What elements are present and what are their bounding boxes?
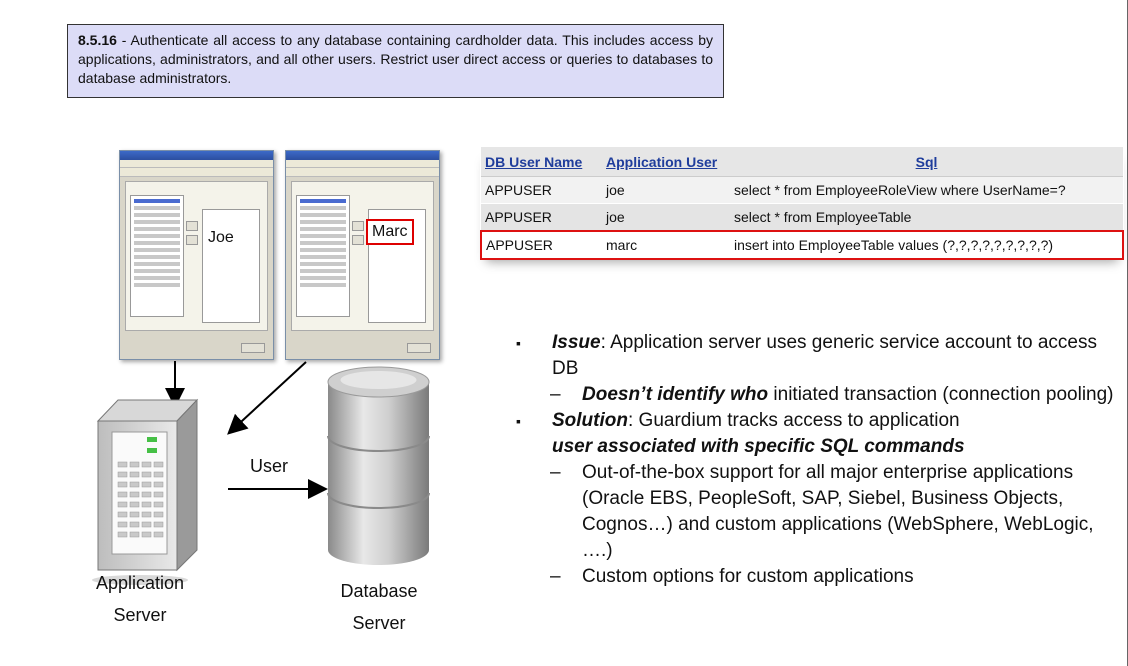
table-row: APPUSER joe select * from EmployeeTable	[481, 203, 1123, 232]
cell-app-user: joe	[602, 176, 730, 204]
issue-sub-text: initiated transaction (connection poolin…	[768, 384, 1114, 405]
cell-db-user: APPUSER	[480, 230, 602, 260]
window-toolbar	[286, 168, 439, 177]
arrow-marc-to-server	[227, 361, 307, 435]
cell-sql: select * from EmployeeTable	[730, 203, 1123, 232]
database-cylinder-icon	[327, 366, 430, 565]
caption-line: Application	[95, 573, 185, 593]
issue-text: : Application server uses generic servic…	[552, 332, 1097, 379]
dash-mark: –	[550, 384, 561, 405]
ok-button	[241, 343, 265, 353]
bullet-list: ▪ Issue: Application server uses generic…	[516, 330, 1123, 590]
window-menu-bar	[286, 160, 439, 168]
dash-mark: –	[550, 462, 561, 483]
app-window-marc: Marc	[285, 150, 440, 360]
cell-sql: insert into EmployeeTable values (?,?,?,…	[730, 230, 1124, 260]
user-flow-label: User	[250, 456, 289, 476]
joe-label: Joe	[208, 229, 234, 247]
solution-text: : Guardium tracks access to application	[627, 410, 960, 431]
solution-sub2-text: Custom options for custom applications	[582, 566, 914, 587]
caption-line: Server	[113, 605, 167, 625]
cell-db-user: APPUSER	[481, 176, 602, 204]
window-title-bar	[286, 151, 439, 160]
bullet-issue-sub: – Doesn’t identify who initiated transac…	[538, 382, 1123, 408]
sql-activity-table: DB User Name Application User Sql APPUSE…	[480, 147, 1124, 260]
move-button	[186, 221, 198, 231]
caption-line: Database	[340, 581, 418, 601]
window-list	[296, 195, 350, 317]
cell-db-user: APPUSER	[481, 203, 602, 232]
marc-label: Marc	[366, 219, 414, 245]
bullet-solution-sub: – Custom options for custom applications	[538, 564, 1123, 590]
window-menu-bar	[120, 160, 273, 168]
requirement-text: Authenticate all access to any database …	[78, 32, 714, 86]
window-list	[130, 195, 184, 317]
window-title-bar	[120, 151, 273, 160]
window-right-box	[202, 209, 260, 323]
caption-line: Server	[352, 613, 406, 633]
app-window-joe: Joe	[119, 150, 274, 360]
db-server-caption: Database Server	[320, 578, 438, 636]
column-header-sql: Sql	[730, 147, 1123, 177]
solution-bold-line: user associated with specific SQL comman…	[552, 436, 965, 457]
dash-mark: –	[550, 566, 561, 587]
bullet-mark: ▪	[516, 335, 521, 351]
bullet-mark: ▪	[516, 413, 521, 429]
bullet-issue: ▪ Issue: Application server uses generic…	[516, 330, 1123, 382]
move-button	[352, 221, 364, 231]
window-toolbar	[120, 168, 273, 177]
cell-app-user: marc	[602, 230, 730, 260]
server-tower-icon	[92, 398, 199, 585]
cell-sql: select * from EmployeeRoleView where Use…	[730, 176, 1123, 204]
bullet-solution: ▪ Solution: Guardium tracks access to ap…	[516, 408, 1123, 460]
ok-button	[407, 343, 431, 353]
table-header-row: DB User Name Application User Sql	[481, 147, 1123, 177]
solution-label: Solution	[552, 410, 628, 431]
column-header-app-user: Application User	[602, 147, 730, 177]
app-server-caption: Application Server	[78, 570, 202, 628]
column-header-db-user: DB User Name	[481, 147, 602, 177]
move-button	[186, 235, 198, 245]
table-row: APPUSER joe select * from EmployeeRoleVi…	[481, 176, 1123, 204]
move-button	[352, 235, 364, 245]
issue-sub-bold: Doesn’t identify who	[582, 384, 769, 405]
table-row-highlighted: APPUSER marc insert into EmployeeTable v…	[480, 230, 1124, 260]
cell-app-user: joe	[602, 203, 730, 232]
requirement-box: 8.5.16 - Authenticate all access to any …	[67, 24, 724, 98]
solution-sub1-text: Out-of-the-box support for all major ent…	[582, 462, 1094, 561]
issue-label: Issue	[552, 332, 601, 353]
bullet-solution-sub: – Out-of-the-box support for all major e…	[538, 460, 1123, 564]
requirement-separator: -	[116, 32, 131, 48]
requirement-code: 8.5.16	[78, 32, 117, 48]
